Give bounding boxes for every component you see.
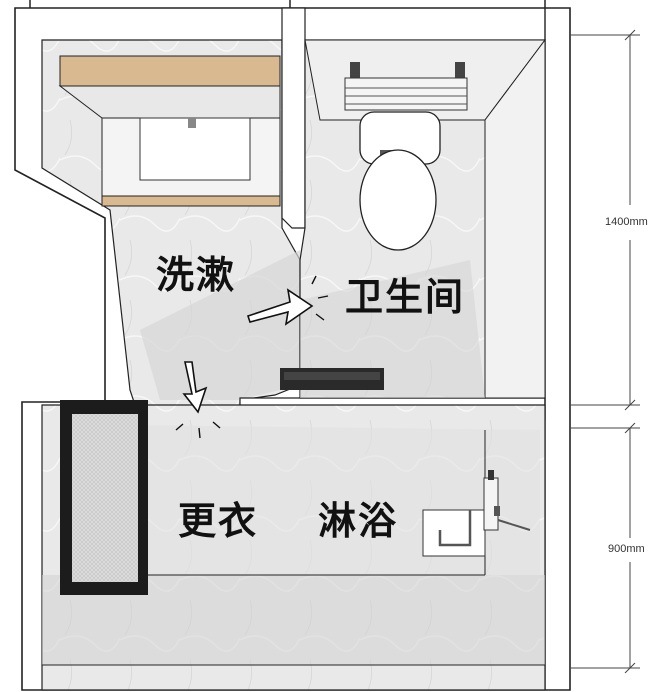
washing-zone-label: 洗漱 (156, 253, 237, 297)
arrow-to-changing (182, 361, 208, 414)
mirror (60, 400, 148, 595)
arrow-sparkle-marks (175, 275, 329, 439)
dimension-lower-label: 900mm (608, 543, 645, 555)
shower-zone-label: 淋浴 (318, 499, 399, 543)
arrow-to-toilet (246, 288, 314, 326)
toilet (359, 111, 441, 251)
shower-fixture (422, 470, 531, 557)
towel-rack (344, 62, 468, 111)
changing-zone-label: 更衣 (178, 499, 259, 543)
dimension-upper-label: 1400mm (605, 216, 648, 228)
vanity-cabinet (58, 55, 281, 207)
dimension-lines (570, 29, 640, 674)
toilet-zone-label: 卫生间 (345, 275, 466, 319)
top-wall-stubs (29, 0, 546, 8)
floor-drain (280, 368, 384, 390)
